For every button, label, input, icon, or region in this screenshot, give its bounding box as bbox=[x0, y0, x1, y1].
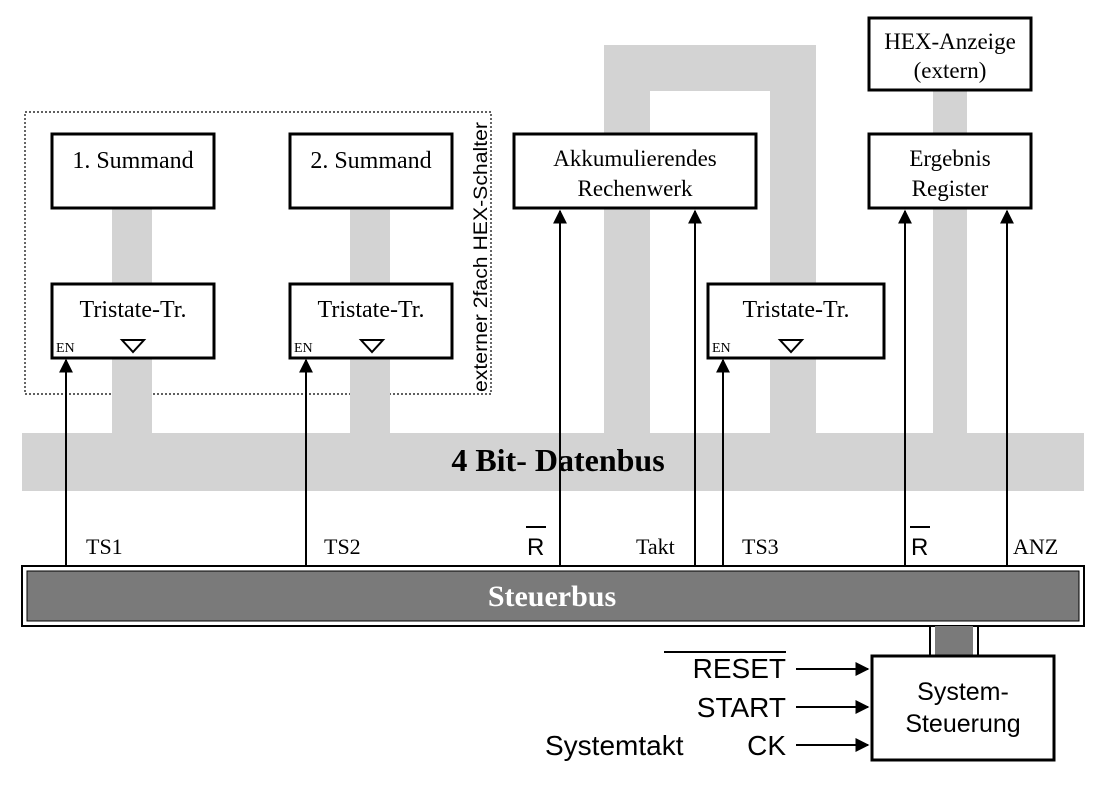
tristate3-label: Tristate-Tr. bbox=[743, 297, 850, 323]
signal-ts3-label: TS3 bbox=[742, 534, 779, 559]
signal-r2-label: R bbox=[911, 534, 928, 561]
signal-anz-label: ANZ bbox=[1013, 534, 1058, 559]
accumulator-label-line1: Akkumulierendes bbox=[553, 146, 717, 171]
result-register-label-line1: Ergebnis bbox=[909, 146, 990, 171]
accumulator-box bbox=[512, 132, 758, 210]
summand1-label: 1. Summand bbox=[72, 148, 193, 174]
hex-switch-group-frame bbox=[24, 111, 492, 395]
tristate2-label: Tristate-Tr. bbox=[318, 297, 425, 323]
control-signal-lines bbox=[59, 209, 1014, 567]
tristate1-triangle-icon bbox=[119, 339, 147, 354]
hex-switch-group-label: externer 2fach HEX-Schalter bbox=[471, 121, 492, 392]
data-paths bbox=[22, 45, 1084, 491]
hex-display-box bbox=[867, 16, 1033, 92]
input-ck-label: CK bbox=[747, 730, 786, 761]
accumulator-label-line2: Rechenwerk bbox=[578, 176, 693, 201]
control-bus-label: Steuerbus bbox=[488, 580, 616, 613]
tristate1-en-label: EN bbox=[56, 341, 75, 356]
control-bus-fill bbox=[26, 570, 1080, 622]
input-start-label: START bbox=[697, 692, 786, 723]
result-register-label-line2: Register bbox=[912, 176, 989, 201]
data-bus-label: 4 Bit- Datenbus bbox=[451, 442, 664, 478]
summand2-label: 2. Summand bbox=[310, 148, 431, 174]
tristate3-triangle-icon bbox=[777, 339, 805, 354]
result-register-box bbox=[867, 132, 1033, 210]
input-systemtakt-label: Systemtakt bbox=[545, 730, 684, 761]
signal-r1-label: R bbox=[527, 534, 544, 561]
tristate1: Tristate-Tr. EN bbox=[50, 282, 216, 360]
tristate2-en-label: EN bbox=[294, 341, 313, 356]
system-control-label-line2: Steuerung bbox=[905, 710, 1020, 738]
tristate2: Tristate-Tr. EN bbox=[288, 282, 454, 360]
hex-display-label-line1: HEX-Anzeige bbox=[884, 29, 1016, 54]
tristate3: Tristate-Tr. EN bbox=[706, 282, 886, 360]
summand2-box bbox=[288, 132, 454, 210]
control-connector-fill bbox=[935, 626, 973, 656]
signal-ts2-label: TS2 bbox=[324, 534, 361, 559]
data-bus bbox=[22, 433, 1084, 491]
signal-takt-label: Takt bbox=[636, 534, 675, 559]
system-control-box bbox=[870, 654, 1056, 762]
signal-ts1-label: TS1 bbox=[86, 534, 123, 559]
tristate3-en-label: EN bbox=[712, 341, 731, 356]
system-control-label-line1: System- bbox=[917, 678, 1009, 706]
hex-display-label-line2: (extern) bbox=[914, 58, 987, 83]
input-reset-label: RESET bbox=[693, 653, 786, 684]
tristate1-label: Tristate-Tr. bbox=[80, 297, 187, 323]
summand1-box bbox=[50, 132, 216, 210]
tristate2-triangle-icon bbox=[358, 339, 386, 354]
